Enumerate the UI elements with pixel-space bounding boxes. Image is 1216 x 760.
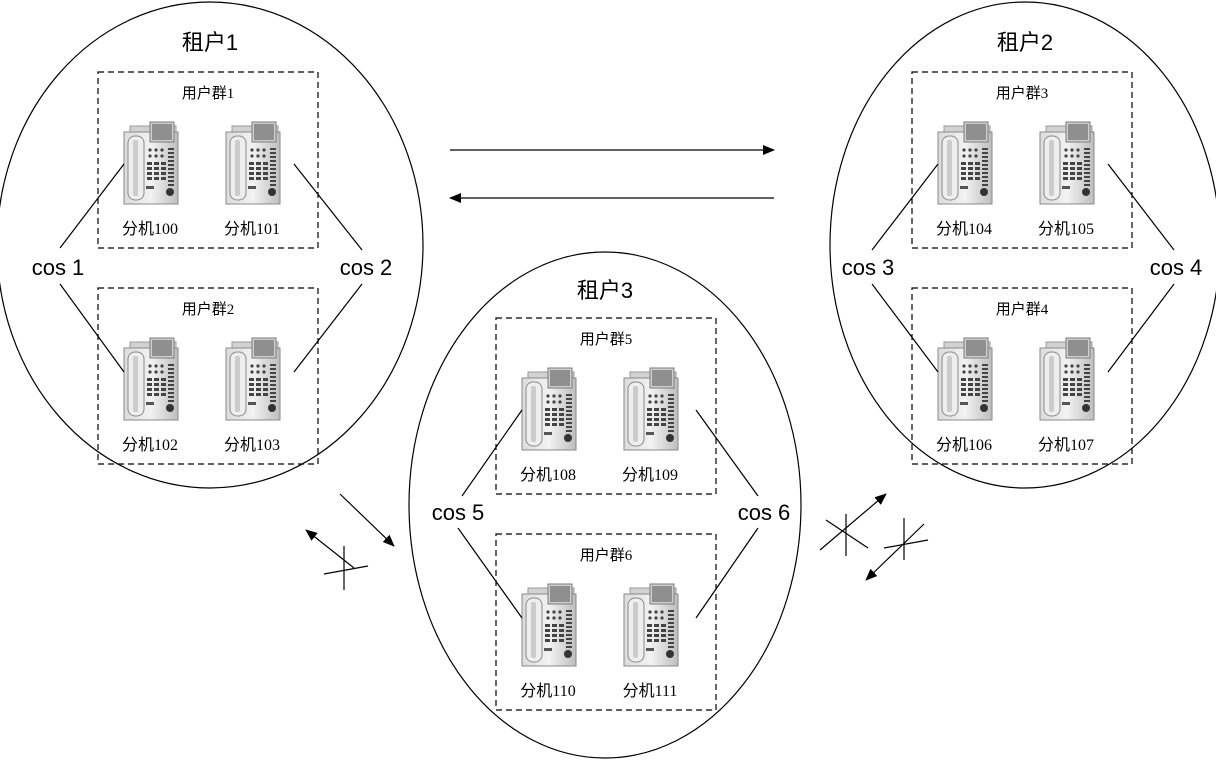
group-4-box: [911, 287, 1133, 465]
cos-3-label: cos 3: [842, 255, 895, 280]
group-6-label: 用户群6: [580, 547, 633, 564]
tenant-1-boundary: [0, 1, 424, 489]
extension-110-label: 分机110: [520, 682, 575, 700]
cos-4-label: cos 4: [1150, 255, 1203, 280]
cos-3-link: [871, 163, 939, 251]
cos-1-label: cos 1: [32, 255, 85, 280]
phone-icon: [123, 121, 179, 205]
arrow-icon: [865, 523, 925, 581]
phone-icon: [937, 337, 993, 421]
tenant-2-title: 租户2: [997, 30, 1053, 55]
cos-1-link: [59, 283, 125, 373]
phone-icon: [1039, 337, 1095, 421]
tenant-1-to-tenant-3-arrow: [339, 493, 395, 547]
extension-101-label: 分机101: [224, 220, 280, 238]
tenant-2-boundary: [829, 1, 1216, 489]
group-6-box: [495, 533, 717, 711]
extension-103-label: 分机103: [224, 436, 280, 454]
cos-5-label: cos 5: [432, 500, 485, 525]
extension-102-label: 分机102: [122, 436, 178, 454]
extension-107-label: 分机107: [1038, 436, 1094, 454]
extension-106-label: 分机106: [936, 436, 992, 454]
phone-icon: [225, 121, 281, 205]
tenant-3: 租户3 用户群5 分机108 分机109 用户群6 分机110 分机111 co…: [408, 251, 802, 759]
cos-6-label: cos 6: [738, 500, 791, 525]
phone-icon: [521, 583, 577, 667]
extension-104-label: 分机104: [936, 220, 992, 238]
extension-100-label: 分机100: [122, 220, 178, 238]
phone-icon: [1039, 121, 1095, 205]
cos-4-link: [1107, 283, 1175, 373]
group-4-label: 用户群4: [996, 301, 1049, 318]
tenant-1-title: 租户1: [182, 30, 238, 55]
tenant-1: 租户1 用户群1 分机100 分机101 用户群2 分机102 分机103 co…: [0, 1, 424, 489]
blocked-icon: [323, 546, 369, 590]
extension-105-label: 分机105: [1038, 220, 1094, 238]
group-3-box: [911, 71, 1133, 249]
cos-2-link: [293, 283, 363, 373]
phone-icon: [623, 367, 679, 451]
cos-1-link: [59, 163, 125, 249]
cos-2-link: [293, 163, 363, 251]
phone-icon: [623, 583, 679, 667]
phone-icon: [521, 367, 577, 451]
extension-111-label: 分机111: [623, 682, 678, 700]
blocked-icon: [825, 514, 869, 556]
group-1-label: 用户群1: [182, 85, 235, 102]
cos-5-link: [461, 409, 523, 497]
tenant-3-to-tenant-2-blocked: [819, 493, 887, 556]
tenant-3-to-tenant-1-blocked: [305, 529, 369, 590]
tenant-2: 租户2 用户群3 分机104 分机105 用户群4 分机106 分机107 co…: [829, 1, 1216, 489]
group-1-box: [97, 71, 319, 249]
extension-109-label: 分机109: [622, 466, 678, 484]
cos-6-link: [695, 527, 759, 619]
cos-6-link: [695, 409, 759, 497]
cos-4-link: [1107, 163, 1175, 251]
cos-3-link: [871, 283, 939, 373]
group-2-box: [97, 287, 319, 465]
tenant-3-title: 租户3: [577, 278, 633, 303]
tenant-2-to-tenant-3-blocked: [865, 518, 929, 581]
cos-2-label: cos 2: [340, 255, 393, 280]
extension-108-label: 分机108: [520, 466, 576, 484]
arrow-icon: [819, 493, 887, 551]
group-2-label: 用户群2: [182, 301, 235, 318]
group-3-label: 用户群3: [996, 85, 1049, 102]
cos-5-link: [457, 527, 523, 619]
phone-icon: [123, 337, 179, 421]
arrow-icon: [339, 493, 395, 547]
group-5-box: [495, 317, 717, 495]
blocked-icon: [883, 518, 929, 560]
tenant-3-boundary: [408, 251, 802, 759]
group-5-label: 用户群5: [580, 331, 633, 348]
arrow-icon: [305, 529, 355, 569]
phone-icon: [225, 337, 281, 421]
phone-icon: [937, 121, 993, 205]
